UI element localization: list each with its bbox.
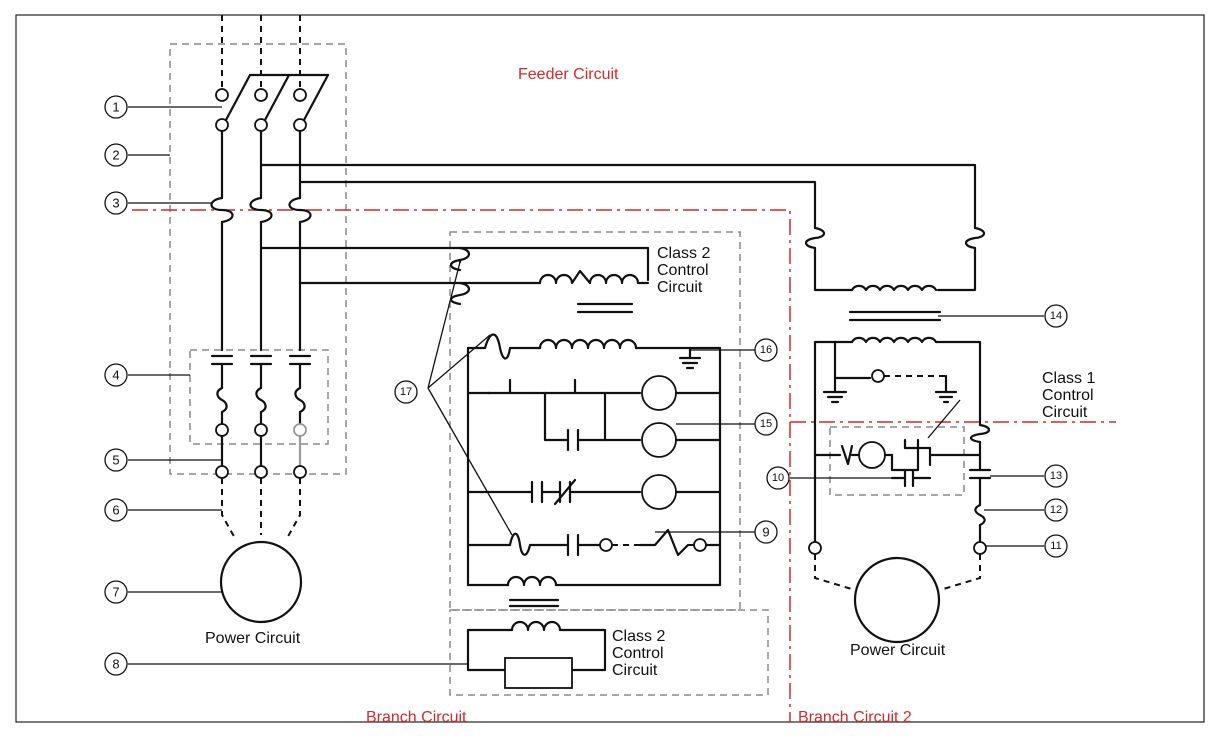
class2-transformer-top: [449, 246, 650, 314]
callout-9: 9: [754, 520, 778, 544]
branch2-transformer: [813, 284, 982, 552]
svg-text:16: 16: [760, 344, 772, 356]
class1-circuit: [808, 423, 992, 555]
callout-1: 1: [104, 95, 128, 119]
callout-16: 16: [754, 338, 778, 362]
load-device: [504, 657, 573, 689]
class2-bottom-circuit: [466, 620, 607, 689]
svg-text:Control: Control: [1042, 387, 1094, 404]
svg-text:Class 1: Class 1: [1042, 370, 1095, 387]
control-ladder: [466, 333, 722, 608]
svg-text:Circuit: Circuit: [657, 279, 703, 296]
callout-8: 8: [104, 652, 128, 676]
callout-3: 3: [104, 191, 128, 215]
svg-text:3: 3: [112, 196, 119, 211]
svg-text:Circuit: Circuit: [1042, 404, 1088, 421]
class2-control-enclosure: [449, 231, 741, 611]
callout-6: 6: [104, 498, 128, 522]
feeder-circuit-label: Feeder Circuit: [518, 66, 619, 83]
svg-text:6: 6: [112, 503, 119, 518]
svg-text:12: 12: [1050, 504, 1062, 516]
class2-top-label: Class 2 Control Circuit: [657, 245, 710, 296]
svg-text:Control: Control: [657, 262, 709, 279]
svg-text:11: 11: [1050, 540, 1061, 552]
svg-text:7: 7: [112, 585, 119, 600]
svg-text:Class 2: Class 2: [657, 245, 710, 262]
callout-leaders: [128, 106, 1044, 665]
callout-10: 10: [766, 466, 790, 490]
callout-17: 17: [394, 380, 418, 404]
svg-text:8: 8: [112, 657, 119, 672]
svg-text:9: 9: [762, 525, 769, 540]
svg-text:2: 2: [112, 148, 119, 163]
callout-2: 2: [104, 143, 128, 167]
disconnect-switch: [215, 73, 330, 132]
callout-13: 13: [1044, 464, 1068, 488]
feeder-taps: [259, 163, 986, 292]
svg-text:5: 5: [112, 453, 119, 468]
callout-4: 4: [104, 363, 128, 387]
branch-circuit-label: Branch Circuit: [366, 709, 467, 726]
power-circuit-left-label: Power Circuit: [205, 630, 301, 647]
starter-enclosure: [189, 349, 329, 445]
class1-label: Class 1 Control Circuit: [1042, 370, 1095, 421]
svg-text:1: 1: [112, 100, 119, 115]
motor-left: [219, 478, 303, 624]
power-circuit-right-label: Power Circuit: [850, 642, 946, 659]
svg-text:15: 15: [760, 418, 772, 430]
motor-right: [814, 554, 981, 644]
branch-circuit-2-label: Branch Circuit 2: [798, 709, 912, 726]
svg-text:Control: Control: [612, 645, 664, 662]
feeder-wires: [210, 129, 312, 352]
callout-11: 11: [1044, 534, 1068, 558]
diagram-frame: [15, 14, 1205, 723]
svg-text:4: 4: [112, 368, 119, 383]
callout-5: 5: [104, 448, 128, 472]
svg-text:10: 10: [772, 472, 784, 484]
svg-text:14: 14: [1050, 310, 1062, 322]
motor-starter: [210, 354, 312, 479]
class1-enclosure: [829, 426, 965, 496]
svg-text:Circuit: Circuit: [612, 662, 658, 679]
svg-text:13: 13: [1050, 470, 1062, 482]
callout-14: 14: [1044, 304, 1068, 328]
feeder-enclosure: [169, 43, 347, 475]
feeder-boundary-line: [132, 209, 791, 722]
branch2-grounds: [822, 340, 958, 404]
class2-bottom-label: Class 2 Control Circuit: [612, 628, 665, 679]
callout-15: 15: [754, 412, 778, 436]
svg-text:17: 17: [400, 386, 412, 398]
svg-text:Class 2: Class 2: [612, 628, 665, 645]
callout-7: 7: [104, 580, 128, 604]
callout-12: 12: [1044, 498, 1068, 522]
class2-bottom-enclosure: [449, 609, 769, 696]
